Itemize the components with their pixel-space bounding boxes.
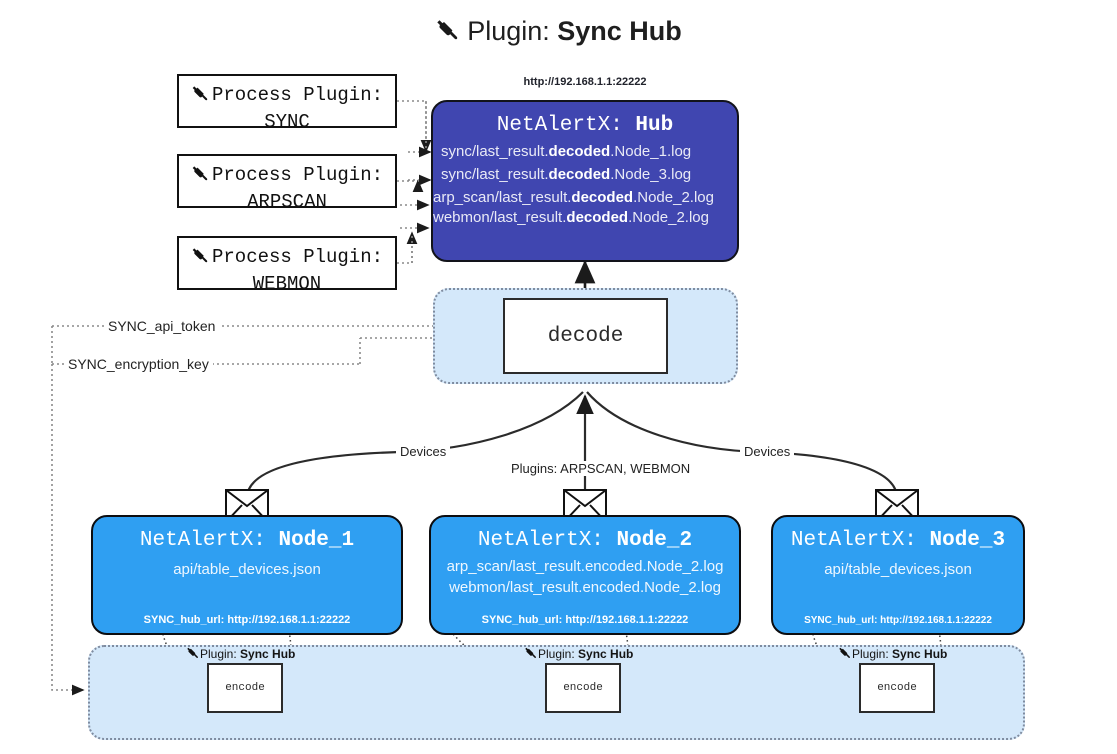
log-mid: decoded xyxy=(548,143,611,160)
process-plugin-line1: Process Plugin: xyxy=(211,246,384,268)
node-title-prefix: NetAlertX: xyxy=(477,529,617,552)
log-pre: sync/last_result. xyxy=(441,166,549,183)
hub-log-row: webmon/last_result.decoded.Node_2.log xyxy=(433,209,737,226)
encoder-plugin-name: Sync Hub xyxy=(892,647,948,661)
node-payload: webmon/last_result.encoded.Node_2.log xyxy=(449,579,721,596)
node-payload: arp_scan/last_result.encoded.Node_2.log xyxy=(446,558,724,575)
node-title-name: Node_1 xyxy=(278,529,355,552)
encode-box[interactable]: encode xyxy=(859,663,935,713)
process-plugin-line1: Process Plugin: xyxy=(211,84,384,106)
encoder-plugin-name: Sync Hub xyxy=(578,647,634,661)
encoder-plugin-prefix: Plugin: xyxy=(538,647,579,661)
process-plugin-line2: SYNC xyxy=(264,111,310,134)
plug-icon xyxy=(186,646,200,663)
hub-box[interactable]: NetAlertX: Hub sync/last_result.decoded.… xyxy=(431,100,739,262)
encoder-plugin-label: Plugin: Sync Hub xyxy=(186,646,295,663)
process-plugin-line2: ARPSCAN xyxy=(247,191,327,214)
node-title: NetAlertX: Node_2 xyxy=(431,529,739,552)
encode-box[interactable]: encode xyxy=(207,663,283,713)
edge-label-devices-right: Devices xyxy=(740,444,795,459)
node-title: NetAlertX: Node_1 xyxy=(93,529,401,552)
log-post: .Node_1.log xyxy=(610,143,692,160)
encoder-plugin-label: Plugin: Sync Hub xyxy=(838,646,947,663)
node-footer: SYNC_hub_url: http://192.168.1.1:22222 xyxy=(804,615,992,626)
node-box-node-2[interactable]: NetAlertX: Node_2 arp_scan/last_result.e… xyxy=(429,515,741,635)
node-title: NetAlertX: Node_3 xyxy=(773,529,1023,552)
hub-url-label: http://192.168.1.1:22222 xyxy=(523,76,647,88)
setting-label-encryption-key: SYNC_encryption_key xyxy=(64,356,213,372)
node-footer: SYNC_hub_url: http://192.168.1.1:22222 xyxy=(143,614,351,626)
process-plugin-box-arpscan[interactable]: Process Plugin: ARPSCAN xyxy=(177,154,397,213)
hub-log-row: sync/last_result.decoded.Node_1.log xyxy=(433,143,737,160)
page-title-prefix: Plugin: xyxy=(467,16,558,46)
page-title-name: Sync Hub xyxy=(557,16,682,46)
plug-icon xyxy=(191,84,210,110)
page-title: Plugin: Sync Hub xyxy=(0,16,1117,50)
plug-icon xyxy=(838,646,852,663)
node-title-prefix: NetAlertX: xyxy=(139,529,279,552)
plug-icon xyxy=(191,246,210,272)
hub-title-prefix: NetAlertX: xyxy=(496,114,636,137)
process-plugin-line1: Process Plugin: xyxy=(211,164,384,186)
process-plugin-box-webmon[interactable]: Process Plugin: WEBMON xyxy=(177,236,397,295)
node-footer: SYNC_hub_url: http://192.168.1.1:22222 xyxy=(481,614,689,626)
log-mid: decoded xyxy=(571,189,634,206)
node-title-prefix: NetAlertX: xyxy=(790,529,930,552)
encode-box[interactable]: encode xyxy=(545,663,621,713)
node-payload: api/table_devices.json xyxy=(173,561,321,578)
log-post: .Node_2.log xyxy=(628,209,709,226)
hub-title-name: Hub xyxy=(635,114,674,137)
encoder-plugin-label: Plugin: Sync Hub xyxy=(524,646,633,663)
process-plugin-line2: WEBMON xyxy=(252,273,322,296)
log-post: .Node_2.log xyxy=(633,189,714,206)
encoder-plugin-name: Sync Hub xyxy=(240,647,296,661)
process-plugin-box-sync[interactable]: Process Plugin: SYNC xyxy=(177,74,397,133)
setting-label-api-token: SYNC_api_token xyxy=(104,318,220,334)
log-mid: decoded xyxy=(548,166,611,183)
log-mid: decoded xyxy=(566,209,629,226)
node-box-node-3[interactable]: NetAlertX: Node_3 api/table_devices.json… xyxy=(771,515,1025,635)
hub-log-row: arp_scan/last_result.decoded.Node_2.log xyxy=(433,189,737,206)
node-box-node-1[interactable]: NetAlertX: Node_1 api/table_devices.json… xyxy=(91,515,403,635)
hub-log-row: sync/last_result.decoded.Node_3.log xyxy=(433,166,737,183)
plug-icon xyxy=(435,17,461,50)
edge-label-devices-left: Devices xyxy=(396,444,451,459)
plug-icon xyxy=(524,646,538,663)
log-pre: arp_scan/last_result. xyxy=(433,189,572,206)
node-payload: api/table_devices.json xyxy=(824,561,972,578)
node-title-name: Node_3 xyxy=(929,529,1006,552)
log-pre: sync/last_result. xyxy=(441,143,549,160)
encoder-plugin-prefix: Plugin: xyxy=(852,647,893,661)
decode-box[interactable]: decode xyxy=(503,298,668,374)
plug-icon xyxy=(191,164,210,190)
node-title-name: Node_2 xyxy=(616,529,693,552)
hub-title: NetAlertX: Hub xyxy=(433,114,737,137)
log-pre: webmon/last_result. xyxy=(433,209,567,226)
encoder-plugin-prefix: Plugin: xyxy=(200,647,241,661)
log-post: .Node_3.log xyxy=(610,166,692,183)
edge-label-plugins-center: Plugins: ARPSCAN, WEBMON xyxy=(508,461,694,476)
